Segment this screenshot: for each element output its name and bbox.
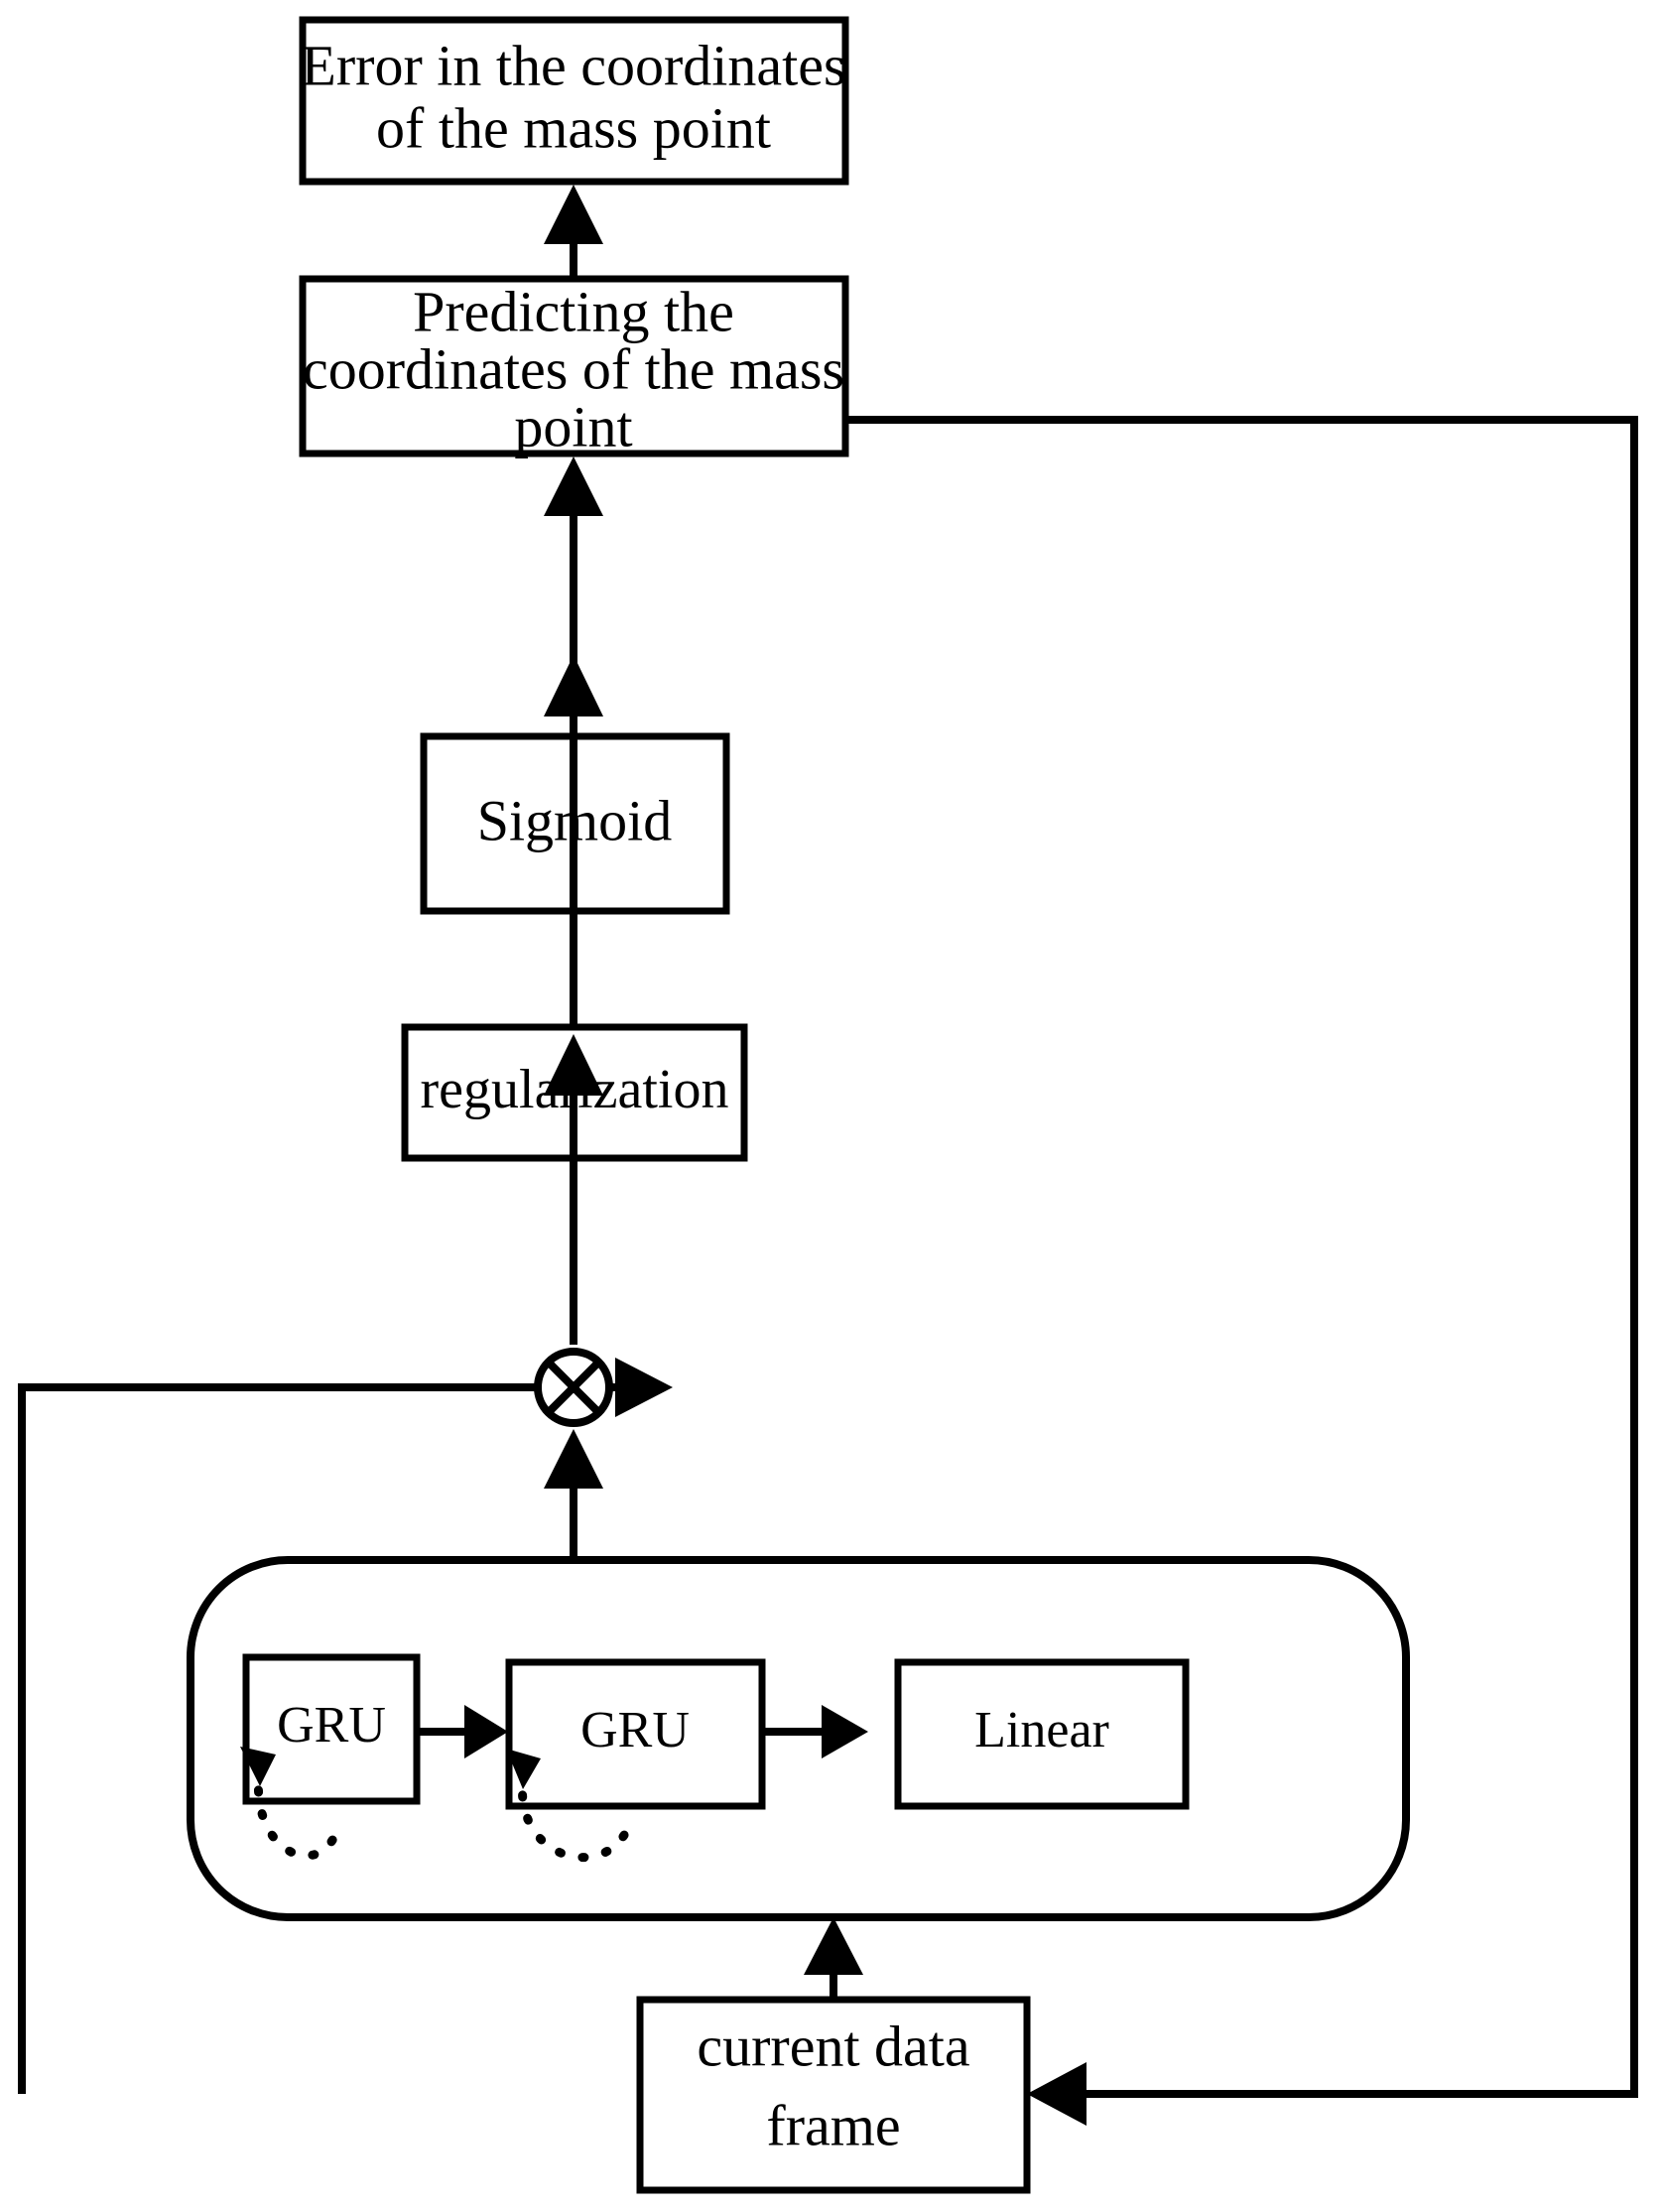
error-box-rect [299, 16, 849, 186]
node-gru-1: GRU [242, 1653, 421, 1805]
gru-group-rect [187, 1556, 1410, 1921]
arrowhead-gru2-self-loop [506, 1749, 541, 1789]
edge-predict-to-error [544, 185, 603, 279]
node-linear: Linear [894, 1658, 1190, 1810]
node-multiply-op [534, 1348, 613, 1427]
gru-2-label: GRU [580, 1702, 690, 1758]
edge-gru1-to-gru2 [417, 1705, 508, 1758]
node-predict-box: Predicting the coordinates of the mass p… [299, 275, 849, 458]
edge-right-feedback-predict-to-current-frame [845, 416, 1638, 2126]
error-box-line-2: of the mass point [376, 95, 771, 160]
arrowhead-sigmoid-to-predict [544, 456, 603, 516]
predict-box-rect [299, 275, 849, 457]
arrowhead-gru-group-to-multiply [544, 1429, 603, 1489]
arrowhead-multiply-to-regularization [544, 1034, 603, 1096]
edge-multiply-to-regularization [544, 1034, 603, 1345]
current-frame-line-2: frame [766, 2093, 900, 2157]
arrowhead-left-feedback [615, 1358, 673, 1417]
node-current-frame-box: current data frame [636, 1996, 1031, 2194]
node-gru-group: GRU GRU [187, 1556, 1410, 1921]
arrowhead-current-frame-to-gru-group [804, 1917, 863, 1975]
node-error-box: Error in the coordinates of the mass poi… [299, 16, 849, 186]
arrowhead-right-feedback [1027, 2062, 1087, 2126]
error-box-line-1: Error in the coordinates [301, 33, 845, 97]
edge-gru2-to-linear [762, 1705, 868, 1758]
edge-current-frame-to-gru-group [804, 1917, 863, 2000]
current-frame-line-1: current data [697, 2014, 969, 2078]
predict-box-line-2: coordinates of the mass [303, 336, 844, 401]
gru-2-rect [505, 1658, 766, 1810]
linear-rect [894, 1658, 1190, 1810]
gru-1-label: GRU [277, 1697, 386, 1754]
predict-box-line-1: Predicting the [413, 279, 734, 343]
edge-gru-group-to-multiply [544, 1429, 603, 1560]
edge-regularization-to-sigmoid [544, 655, 603, 1027]
node-gru-2: GRU [505, 1658, 766, 1810]
current-frame-box-rect [636, 1996, 1031, 2194]
edge-left-feedback-to-multiply [18, 1358, 673, 2094]
arrowhead-regularization-to-sigmoid [544, 655, 603, 716]
arrowhead-gru1-to-gru2 [464, 1705, 508, 1758]
linear-label: Linear [974, 1702, 1109, 1758]
edge-gru2-self-loop [506, 1749, 636, 1863]
arrowhead-predict-to-error [544, 185, 603, 244]
predict-box-line-3: point [514, 394, 632, 458]
arrowhead-gru2-to-linear [822, 1705, 868, 1758]
